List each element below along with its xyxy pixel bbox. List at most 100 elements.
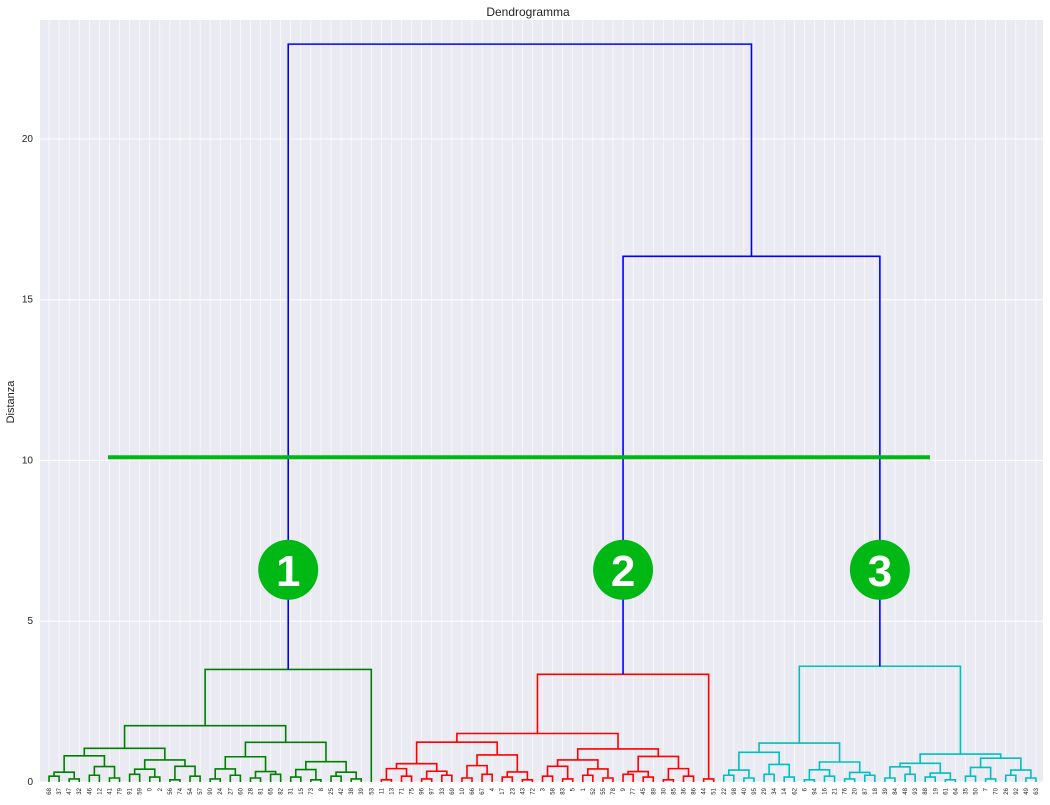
y-axis-label: Distanza [5, 380, 17, 424]
dendrogram-link [289, 776, 302, 782]
dendrogram-link [128, 773, 141, 782]
leaf-label: 74 [178, 787, 184, 794]
y-tick-label: 0 [27, 777, 33, 788]
dendrogram-link [425, 770, 448, 779]
leaf-label: 2 [158, 787, 164, 791]
dendrogram-link [501, 776, 514, 782]
chart-title: Dendrogramma [486, 5, 570, 19]
leaf-label: 62 [792, 787, 798, 794]
leaf-label: 37 [57, 787, 63, 794]
leaf-label: 60 [238, 787, 244, 794]
leaf-label: 40 [742, 787, 748, 794]
dendrogram-link [702, 778, 715, 782]
leaf-label: 13 [389, 787, 395, 794]
dendrogram-link [581, 774, 594, 782]
cluster-badge-2 [593, 539, 654, 600]
leaf-label: 43 [520, 787, 526, 794]
leaf-label: 14 [782, 787, 788, 794]
dendrogram-link [622, 773, 634, 782]
dendrogram-link [728, 769, 750, 778]
dendrogram-link [964, 775, 977, 782]
dendrogram-link [123, 724, 287, 749]
dendrogram-link [944, 779, 957, 782]
leaf-label: 95 [752, 787, 758, 794]
leaf-label: 41 [107, 787, 113, 794]
dendrogram-link [133, 768, 156, 778]
leaf-label: 52 [591, 787, 597, 794]
cluster-badge-3 [849, 539, 910, 600]
leaf-label: 55 [601, 787, 607, 794]
dendrogram-link [556, 759, 599, 769]
grid [40, 20, 1043, 783]
leaf-label: 57 [198, 787, 204, 794]
dendrogram-link [395, 762, 438, 772]
dendrogram-link [148, 776, 161, 782]
dendrogram-link [738, 751, 780, 771]
leaf-label: 11 [379, 787, 385, 794]
dendrogram-link [682, 775, 695, 782]
leaf-label: 81 [259, 787, 265, 794]
cluster-badge-label: 3 [868, 547, 892, 596]
leaf-label: 97 [430, 787, 436, 794]
dendrogram-link [783, 776, 796, 782]
leaf-label: 78 [611, 787, 617, 794]
dendrogram-link [108, 777, 121, 782]
leaf-label: 93 [913, 787, 919, 794]
leaf-label: 66 [470, 787, 476, 794]
leaf-label: 53 [369, 787, 375, 794]
dendrogram-link [310, 779, 322, 782]
dendrogram-link [843, 778, 856, 782]
dendrogram-link [808, 769, 831, 780]
leaf-label: 77 [631, 787, 637, 794]
dendrogram-link [330, 775, 342, 782]
dendrogram-link [743, 777, 755, 782]
leaf-label: 84 [893, 787, 899, 794]
leaf-label: 94 [812, 787, 818, 794]
dendrogram-link [143, 759, 186, 770]
dendrogram-link [269, 773, 282, 782]
dendrogram-link [68, 778, 81, 782]
dendrogram-link [169, 779, 181, 782]
leaf-label: 18 [873, 787, 879, 794]
dendrogram-link [818, 761, 861, 773]
leaf-label: 31 [289, 787, 295, 794]
dendrogram-link [294, 768, 317, 780]
dendrogram-link [984, 778, 997, 782]
leaf-label: 58 [551, 787, 557, 794]
dendrogram-link [587, 768, 609, 778]
y-tick-label: 20 [22, 134, 34, 145]
leaf-label: 33 [440, 787, 446, 794]
leaf-label: 54 [188, 787, 194, 794]
leaf-label: 15 [299, 787, 305, 794]
leaf-label: 51 [712, 787, 718, 794]
leaf-label: 63 [1034, 787, 1040, 794]
cluster-badge-label: 2 [611, 547, 635, 596]
dendrogram-link [350, 778, 363, 782]
leaf-label: 36 [681, 787, 687, 794]
dendrogram-link [48, 775, 60, 782]
dendrogram-link [969, 766, 992, 779]
leaf-label: 20 [853, 787, 859, 794]
leaf-label: 5 [571, 787, 577, 791]
leaf-label: 76 [843, 787, 849, 794]
leaf-label: 92 [1014, 787, 1020, 794]
dendrogram-link [189, 775, 201, 782]
leaf-label: 46 [87, 787, 93, 794]
dendrogram-link [823, 775, 836, 782]
leaf-label: 39 [883, 787, 889, 794]
dendrogram-link [1009, 769, 1032, 778]
leaf-label: 47 [67, 787, 73, 794]
dendrogram-link [521, 779, 534, 782]
leaf-label: 71 [400, 787, 406, 794]
dendrogram-link [1025, 777, 1037, 782]
leaf-label: 90 [208, 787, 214, 794]
dendrogram-link [93, 765, 116, 778]
y-tick-label: 5 [27, 616, 33, 627]
leaf-label: 73 [309, 787, 315, 794]
dendrogram-link [88, 774, 101, 782]
leaf-label: 69 [450, 787, 456, 794]
leaf-label: 82 [279, 787, 285, 794]
leaf-label: 38 [349, 787, 355, 794]
